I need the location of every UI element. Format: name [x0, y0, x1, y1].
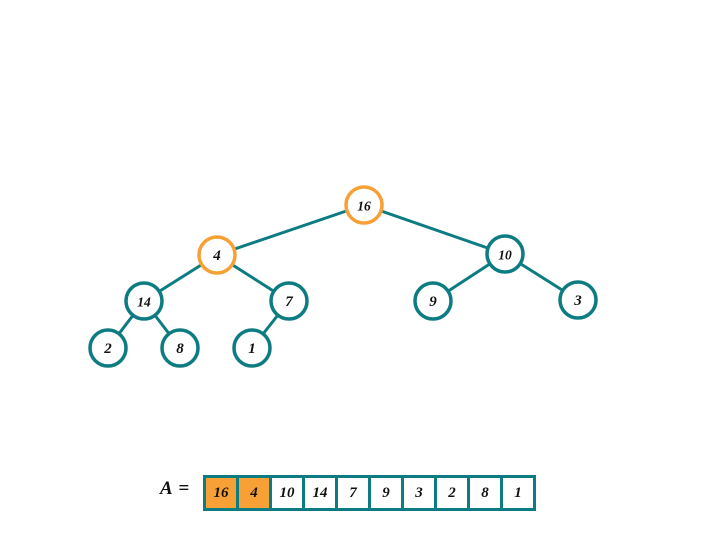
tree-node-circle-highlighted	[344, 185, 384, 225]
tree-edge	[362, 203, 507, 256]
tree-node[interactable]: 8	[160, 328, 200, 368]
tree-node[interactable]: 4	[197, 235, 237, 275]
array-cell[interactable]: 14	[305, 478, 335, 508]
tree-node[interactable]: 10	[485, 234, 525, 274]
tree-node-circle	[558, 280, 598, 320]
tree-node-circle	[413, 281, 453, 321]
tree-node-circle	[485, 234, 525, 274]
tree-node[interactable]: 14	[124, 281, 164, 321]
tree-node-layer: 16 4 10 14 7 9 3 2 8 1	[88, 185, 598, 368]
tree-node-circle	[88, 328, 128, 368]
tree-node-label: 8	[176, 341, 184, 357]
tree-node-circle	[124, 281, 164, 321]
tree-node-circle	[160, 328, 200, 368]
array-cell-highlighted[interactable]: 4	[239, 478, 269, 508]
array-cell[interactable]: 10	[272, 478, 302, 508]
tree-node-label: 7	[285, 294, 293, 310]
array-cell[interactable]: 8	[470, 478, 500, 508]
tree-node-label: 2	[103, 341, 112, 357]
tree-edge-layer	[106, 203, 580, 350]
tree-node-circle	[269, 281, 309, 321]
array-cell[interactable]: 7	[338, 478, 368, 508]
array-label: A =	[160, 478, 191, 499]
array-cell[interactable]: 9	[371, 478, 401, 508]
tree-node-label: 9	[429, 294, 437, 310]
tree-node-label: 16	[357, 199, 371, 214]
tree-node[interactable]: 2	[88, 328, 128, 368]
array-cell[interactable]: 2	[437, 478, 467, 508]
tree-node[interactable]: 16	[344, 185, 384, 225]
array-cell[interactable]: 3	[404, 478, 434, 508]
tree-edge	[215, 203, 366, 257]
array-cell[interactable]: 1	[503, 478, 533, 508]
tree-node[interactable]: 9	[413, 281, 453, 321]
tree-node-circle	[232, 328, 272, 368]
tree-node-label: 14	[137, 295, 151, 310]
tree-node[interactable]: 3	[558, 280, 598, 320]
tree-node-label: 4	[212, 248, 221, 264]
tree-node-label: 10	[498, 248, 512, 263]
tree-node[interactable]: 7	[269, 281, 309, 321]
tree-node-label: 3	[573, 293, 582, 309]
tree-node-label: 1	[248, 341, 256, 357]
tree-node-circle-highlighted	[197, 235, 237, 275]
array-cell-highlighted[interactable]: 16	[206, 478, 236, 508]
tree-node[interactable]: 1	[232, 328, 272, 368]
